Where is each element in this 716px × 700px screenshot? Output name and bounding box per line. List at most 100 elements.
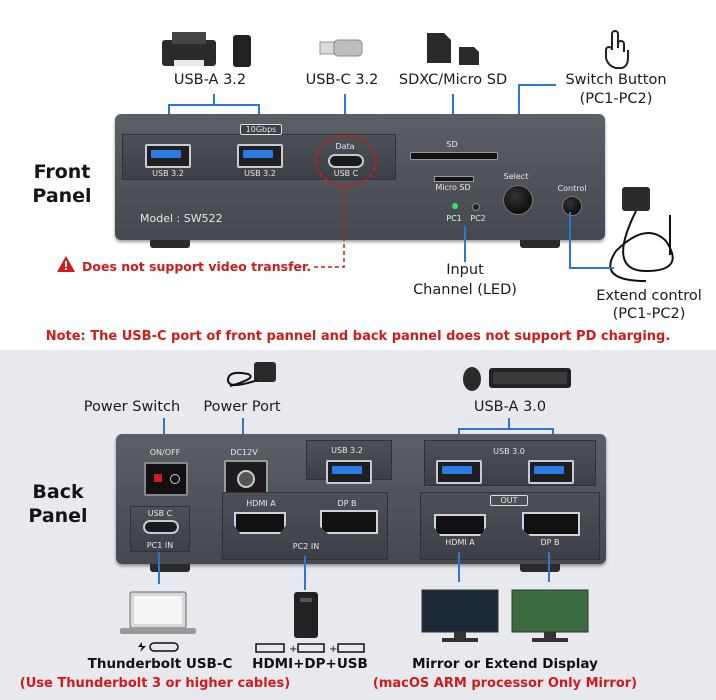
usbc-highlight-circle	[315, 135, 377, 187]
usba-callout-left	[168, 104, 170, 116]
front-usbc-port[interactable]	[328, 154, 364, 168]
input-label-2: Channel (LED)	[413, 282, 517, 298]
data-tag: Data	[335, 142, 355, 151]
desktop-tower-icon	[294, 592, 318, 638]
dp-b-in-label: DP B	[337, 499, 357, 508]
power-adapter-icon	[226, 362, 276, 387]
usbc-callout-line	[344, 94, 346, 118]
back-usbc-label: USB C	[147, 509, 173, 518]
back-usba-label: USB-A 3.0	[473, 399, 547, 415]
usbc-label: USB-C 3.2	[305, 72, 379, 88]
hdmi-a-out-port[interactable]	[434, 514, 486, 536]
back-usb30-label: USB 3.0	[493, 447, 525, 456]
extend-label-1: Extend control	[596, 288, 702, 304]
input-label-1: Input	[446, 262, 484, 278]
back-usb30-port-1[interactable]	[436, 460, 482, 484]
usba-callout-line	[168, 104, 260, 106]
sd-slot-label: SD	[446, 140, 458, 149]
flash-drive-icon	[319, 39, 363, 57]
hdmi-a-out-label: HDMI A	[445, 538, 475, 547]
front-title-2: Panel	[32, 185, 92, 207]
switch-callout-h	[518, 84, 556, 86]
model-label: Model : SW522	[140, 212, 223, 225]
thunderbolt-note: (Use Thunderbolt 3 or higher cables)	[19, 676, 291, 691]
front-usb32-port-1[interactable]	[145, 144, 191, 168]
usba-callout-right	[258, 104, 260, 116]
back-foot-left	[150, 564, 190, 572]
front-port1-label: USB 3.2	[152, 169, 184, 178]
out-callout-right	[548, 552, 550, 582]
front-usbc-label: USB C	[333, 169, 359, 178]
input-callout-line	[464, 226, 466, 262]
select-label: Select	[503, 172, 529, 181]
onoff-label: ON/OFF	[149, 448, 181, 457]
pc1in-label: PC1 IN	[146, 541, 174, 550]
back-usb32-label: USB 3.2	[331, 446, 363, 455]
back-usb32-port[interactable]	[326, 460, 372, 484]
thunderbolt-label: Thunderbolt USB-C	[87, 656, 233, 672]
laptop-icon	[120, 591, 196, 634]
hard-drive-icon	[233, 35, 251, 67]
extend-callout	[569, 212, 614, 269]
dc-label: DC12V	[230, 448, 258, 457]
front-foot-left	[150, 240, 190, 248]
sd-slot[interactable]	[410, 152, 498, 160]
speed-tag: 10Gbps	[240, 124, 282, 135]
warning-text: Does not support video transfer.	[82, 259, 312, 274]
usba-label: USB-A 3.2	[173, 72, 247, 88]
usba-callout-stem	[213, 94, 215, 104]
hdmi-a-in-port[interactable]	[234, 512, 286, 534]
pc2-callout	[304, 556, 306, 590]
back-foot-right	[520, 564, 560, 572]
back-title-2: Panel	[28, 505, 88, 527]
warning-icon	[57, 256, 75, 272]
keyboard-icon	[489, 368, 571, 388]
svg-text:+: +	[289, 644, 297, 655]
control-jack[interactable]	[562, 196, 582, 216]
back-usb30-port-2[interactable]	[528, 460, 574, 484]
monitor-left-icon	[421, 589, 499, 642]
sd-label: SDXC/Micro SD	[398, 72, 508, 88]
switch-label-2: (PC1-PC2)	[579, 91, 653, 107]
select-button[interactable]	[503, 185, 533, 215]
microsd-card-icon	[459, 47, 479, 65]
power-switch-label: Power Switch	[83, 399, 181, 415]
back-usba-callout-h	[458, 428, 554, 430]
back-title-1: Back	[32, 481, 84, 503]
control-label: Control	[557, 184, 587, 193]
microsd-slot[interactable]	[434, 176, 474, 182]
power-port-label: Power Port	[203, 399, 281, 415]
hdmi-dp-usb-label: HDMI+DP+USB	[252, 656, 368, 672]
back-usba-callout-stem	[508, 418, 510, 428]
pc1-bay	[130, 506, 190, 552]
mirror-note: (macOS ARM processor Only Mirror)	[372, 676, 638, 691]
hdmi-dp-usb-icons: + +	[255, 643, 365, 655]
svg-text:+: +	[329, 644, 337, 655]
out-callout-left	[458, 552, 460, 582]
pd-charging-note: Note: The USB-C port of front pannel and…	[45, 329, 671, 344]
mouse-icon	[463, 367, 481, 391]
monitor-right-icon	[511, 589, 589, 642]
power-switch[interactable]	[144, 462, 188, 496]
dp-b-in-port[interactable]	[320, 510, 378, 534]
pc1-label: PC1	[446, 214, 462, 223]
switch-label-1: Switch Button	[565, 72, 667, 88]
sd-card-icon	[427, 33, 451, 63]
hdmi-a-in-label: HDMI A	[246, 499, 276, 508]
pc2-led	[472, 203, 480, 211]
tb-callout	[158, 552, 160, 584]
pc1-led	[452, 203, 458, 209]
dp-b-out-label: DP B	[540, 538, 560, 547]
out-label: OUT	[490, 495, 528, 506]
microsd-slot-label: Micro SD	[435, 183, 471, 192]
mirror-label: Mirror or Extend Display	[412, 656, 598, 672]
front-port2-label: USB 3.2	[244, 169, 276, 178]
back-usbc-port[interactable]	[143, 520, 179, 534]
hand-pointer-icon	[605, 30, 629, 69]
front-foot-right	[520, 240, 560, 248]
dp-b-out-port[interactable]	[522, 512, 580, 536]
front-title-1: Front	[33, 161, 91, 183]
pc2in-label: PC2 IN	[292, 542, 320, 551]
front-usb32-port-2[interactable]	[237, 144, 283, 168]
warning-connector	[312, 188, 345, 268]
